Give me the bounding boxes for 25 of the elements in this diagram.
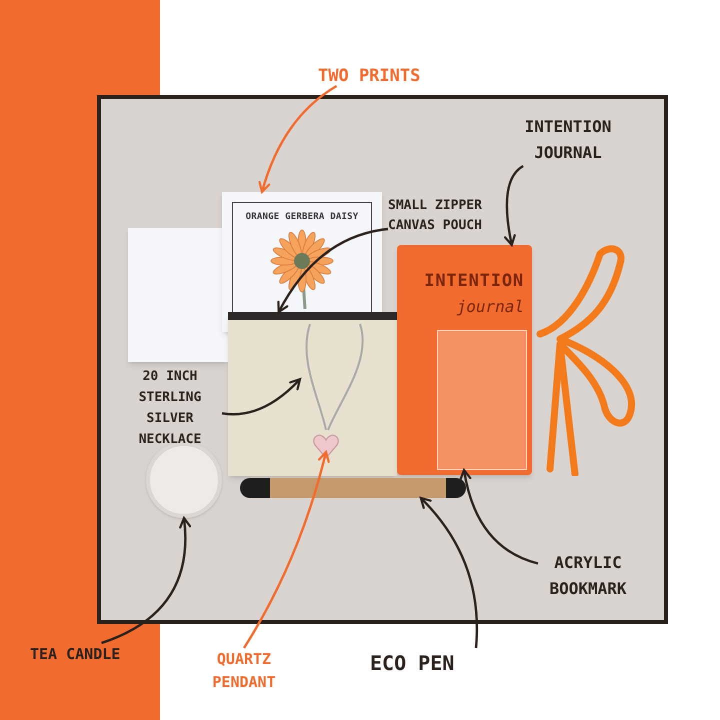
- leader-arrow: [242, 450, 330, 649]
- callout-text: ACRYLIC BOOKMARK: [548, 552, 628, 600]
- callout-text: INTENTION JOURNAL: [524, 116, 612, 164]
- leader-arrow: [504, 165, 524, 246]
- canvas-pouch: [228, 312, 397, 476]
- journal-title: INTENTION: [423, 270, 524, 293]
- callout-text: TEA CANDLE: [30, 644, 122, 665]
- acrylic-bookmark: [437, 330, 527, 470]
- leader-arrow: [460, 468, 538, 565]
- callout-text: QUARTZ PENDANT: [211, 649, 277, 693]
- callout-text: SMALL ZIPPER CANVAS POUCH: [388, 197, 483, 235]
- journal-cover: [397, 245, 532, 475]
- journal-subtitle: journal: [456, 296, 524, 318]
- leader-arrow: [420, 496, 478, 648]
- callout-text: TWO PRINTS: [318, 65, 422, 88]
- heart-pendant: [312, 432, 340, 460]
- leader-arrow: [222, 378, 302, 416]
- callout-text: 20 INCH STERLING SILVER NECKLACE: [138, 368, 202, 449]
- leader-arrow: [101, 516, 191, 644]
- print-title: ORANGE GERBERA DAISY: [244, 211, 360, 224]
- callout-text: ECO PEN: [370, 650, 456, 677]
- leader-arrow: [258, 84, 338, 194]
- leader-arrow: [278, 228, 388, 314]
- print-card: [128, 228, 228, 362]
- pen: [240, 478, 466, 498]
